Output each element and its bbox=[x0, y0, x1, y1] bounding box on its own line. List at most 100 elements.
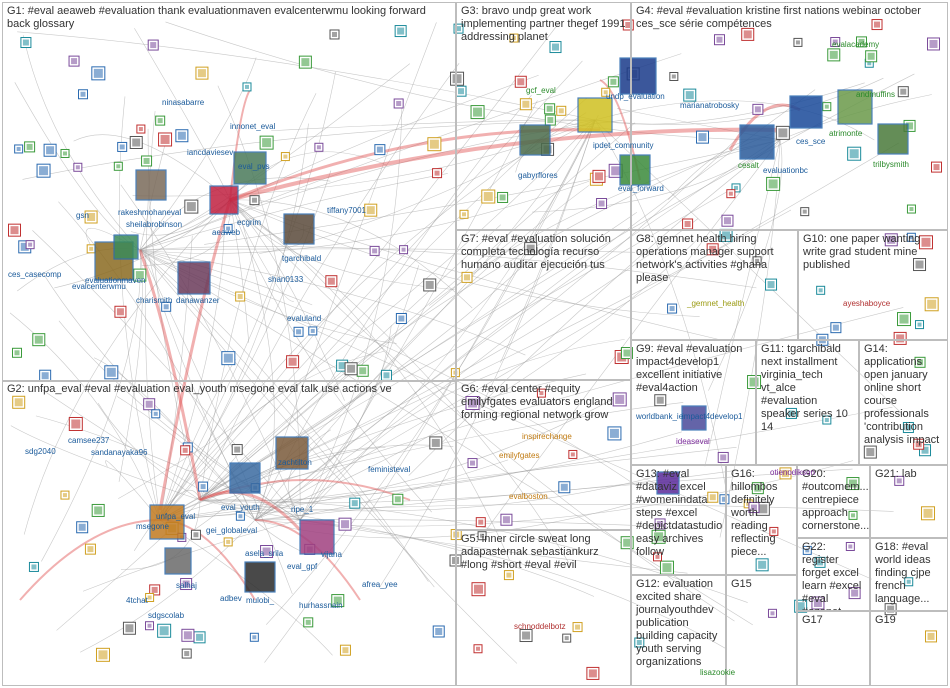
vertex-icon-fill bbox=[135, 271, 144, 280]
vertex-icon-fill bbox=[824, 104, 829, 109]
edge bbox=[299, 115, 599, 521]
edge bbox=[139, 74, 539, 251]
vertex-icon-fill bbox=[401, 247, 406, 252]
vertex-label: atrimonte bbox=[829, 129, 863, 138]
vertex-icon-fill bbox=[749, 377, 759, 387]
group-panel-g10: G10: one paper wanting write grad studen… bbox=[798, 230, 948, 340]
group-panel-g12: G12: evaluation excited share journalyou… bbox=[631, 575, 726, 686]
vertex-icon-fill bbox=[71, 58, 78, 65]
edge bbox=[479, 139, 781, 540]
group-panel-g2: G2: unfpa_eval #eval #evaluation eval_yo… bbox=[2, 380, 456, 686]
vertex-icon-fill bbox=[456, 26, 462, 32]
edge bbox=[17, 31, 596, 121]
vertex-label: gcf_eval bbox=[526, 86, 556, 95]
edge bbox=[594, 100, 875, 141]
edge bbox=[118, 119, 596, 499]
vertex-icon-fill bbox=[183, 631, 192, 640]
vertex-icon-fill bbox=[887, 235, 896, 244]
vertex-icon-fill bbox=[746, 501, 751, 506]
vertex-icon-fill bbox=[193, 532, 199, 538]
vertex-icon-fill bbox=[669, 306, 675, 312]
vertex-label: worldbank_ie bbox=[636, 412, 684, 421]
weighted-edge bbox=[199, 490, 302, 532]
vertex-icon-fill bbox=[917, 322, 922, 327]
edge bbox=[159, 504, 894, 521]
edge bbox=[159, 519, 333, 656]
vertex-label: gabyrflores bbox=[518, 171, 558, 180]
vertex-icon-fill bbox=[46, 146, 55, 155]
edge bbox=[139, 246, 757, 289]
vertex-icon-fill bbox=[238, 514, 243, 519]
edge bbox=[139, 249, 313, 306]
vertex-icon-fill bbox=[517, 78, 525, 86]
vertex-icon-fill bbox=[468, 398, 478, 408]
vertex-avatar bbox=[113, 234, 139, 260]
vertex-icon-fill bbox=[867, 61, 872, 66]
vertex-icon-fill bbox=[781, 469, 789, 477]
vertex-icon-fill bbox=[917, 359, 924, 366]
vertex-icon-fill bbox=[163, 304, 169, 310]
vertex-label: evalacademy bbox=[832, 40, 880, 49]
group-panel-g7: G7: #eval #evaluation solución completa … bbox=[456, 230, 631, 380]
vertex-icon-fill bbox=[636, 640, 642, 646]
vertex-icon-fill bbox=[359, 367, 367, 375]
group-panel-g3: G3: bravo undp great work implementing p… bbox=[456, 2, 631, 230]
vertex-icon-fill bbox=[795, 40, 800, 45]
vertex-icon-fill bbox=[743, 30, 752, 39]
vertex-icon-fill bbox=[434, 170, 440, 176]
vertex-icon-fill bbox=[160, 134, 170, 144]
vertex-icon-fill bbox=[588, 669, 597, 678]
edge bbox=[254, 130, 746, 521]
group-title: G18: #eval world ideas finding cjpe fren… bbox=[875, 541, 934, 605]
vertex-icon-fill bbox=[20, 242, 29, 251]
vertex-avatar bbox=[275, 436, 309, 470]
vertex-label: evaluland bbox=[287, 314, 322, 323]
vertex-label: ecgrim bbox=[237, 218, 262, 227]
vertex-label: inspirechange bbox=[522, 432, 572, 441]
vertex-icon-fill bbox=[200, 484, 206, 490]
vertex-label: evaluationbc bbox=[763, 166, 808, 175]
vertex-icon-fill bbox=[564, 636, 569, 641]
vertex-label: iancdaviesev bbox=[187, 148, 234, 157]
vertex-label: salhaj bbox=[176, 581, 197, 590]
vertex-icon-fill bbox=[383, 372, 390, 379]
vertex-icon-fill bbox=[75, 165, 80, 170]
vertex-icon-fill bbox=[866, 448, 875, 457]
group-title: G1: #eval aeaweb #evaluation thank evalu… bbox=[7, 5, 429, 30]
vertex-icon-fill bbox=[539, 391, 544, 396]
weighted-edge bbox=[229, 127, 781, 202]
vertex-icon-fill bbox=[558, 108, 564, 114]
vertex-label: sandanayaka96 bbox=[91, 448, 148, 457]
vertex-icon-fill bbox=[615, 394, 625, 404]
edge bbox=[120, 184, 301, 521]
vertex-label: eval_pvs bbox=[238, 162, 270, 171]
edge bbox=[139, 180, 590, 254]
vertex-label: msegone bbox=[136, 522, 169, 531]
vertex-icon-fill bbox=[80, 91, 86, 97]
edge bbox=[299, 100, 538, 521]
vertex-avatar bbox=[283, 213, 315, 245]
vertex-icon-fill bbox=[671, 74, 676, 79]
vertex-icon-fill bbox=[768, 179, 778, 189]
vertex-icon-fill bbox=[78, 523, 86, 531]
vertex-icon-fill bbox=[157, 118, 163, 124]
vertex-icon-fill bbox=[551, 43, 559, 51]
vertex-icon-fill bbox=[721, 496, 727, 502]
vertex-icon-fill bbox=[89, 246, 94, 251]
vertex-avatar bbox=[244, 561, 276, 593]
vertex-icon-fill bbox=[755, 258, 760, 263]
edge bbox=[139, 53, 682, 251]
edge bbox=[299, 519, 728, 650]
vertex-avatar bbox=[577, 97, 613, 133]
edge bbox=[139, 173, 448, 251]
vertex-icon-fill bbox=[470, 460, 476, 466]
vertex-label: evaluationmaven bbox=[85, 276, 146, 285]
group-panel-g19: G19 bbox=[870, 611, 948, 686]
edge bbox=[199, 499, 688, 574]
vertex-icon-fill bbox=[125, 624, 134, 633]
edge bbox=[229, 199, 250, 343]
edge bbox=[97, 403, 201, 501]
vertex-icon-fill bbox=[223, 353, 233, 363]
vertex-icon-fill bbox=[594, 172, 603, 181]
vertex-icon-fill bbox=[197, 69, 206, 78]
